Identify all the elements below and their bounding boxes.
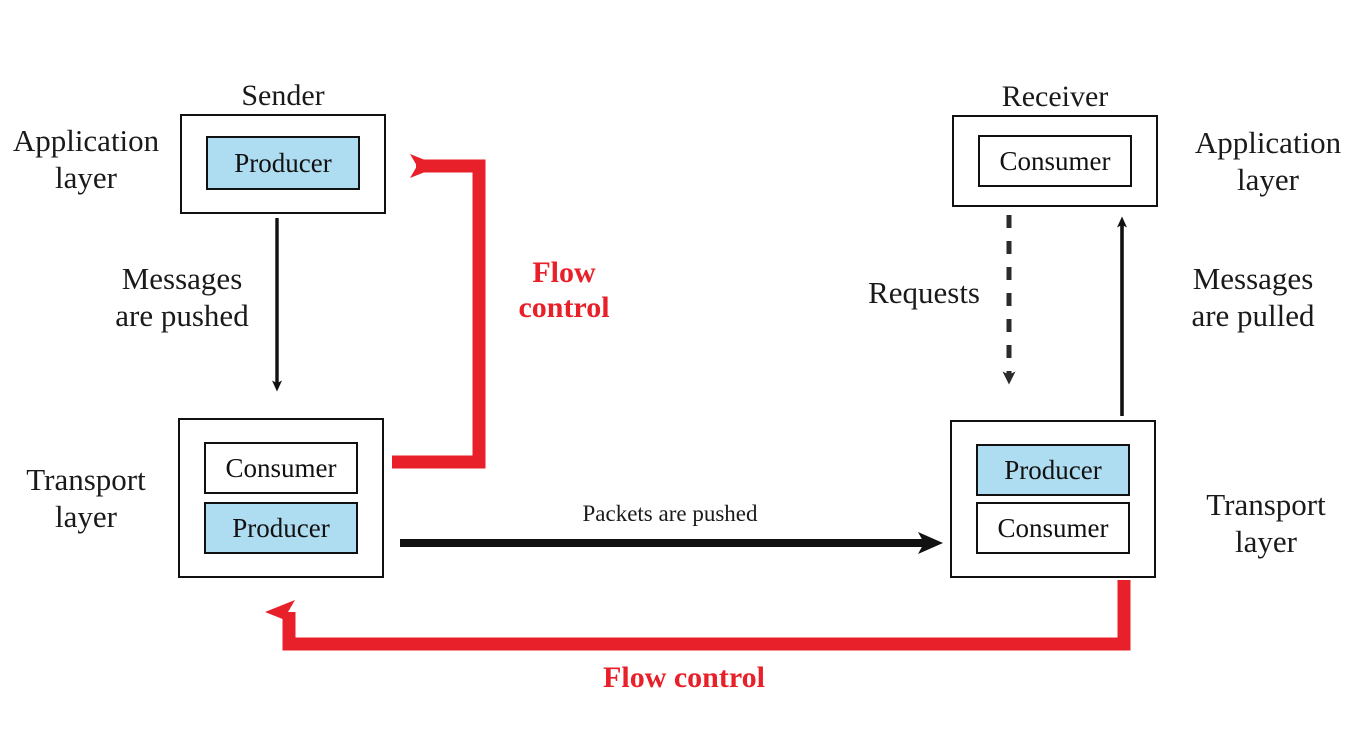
messages-pulled-label: Messages are pulled: [1191, 261, 1315, 333]
arrow-left-red-icon: [392, 154, 486, 469]
sender-transport-producer-label: Producer: [232, 512, 330, 543]
messages-pushed-label: Messages are pushed: [115, 261, 249, 333]
receiver-transport-consumer-box: Consumer: [976, 502, 1130, 554]
sender-transport-consumer-box: Consumer: [204, 442, 358, 494]
arrow-up-red-icon: [265, 580, 1131, 651]
receiver-consumer-label: Consumer: [999, 145, 1111, 176]
sender-transport-producer-box: Producer: [204, 502, 358, 554]
requests-label: Requests: [868, 275, 980, 310]
sender-producer-box: Producer: [206, 136, 360, 190]
sender-title: Sender: [241, 79, 325, 112]
receiver-transport-producer-box: Producer: [976, 444, 1130, 496]
sender-transport-consumer-label: Consumer: [225, 452, 337, 483]
right-transport-layer-label: Transport layer: [1206, 487, 1326, 559]
sender-producer-label: Producer: [234, 147, 332, 178]
flow-control-upper-label: Flow control: [518, 256, 610, 325]
flow-control-lower-label: Flow control: [603, 661, 765, 694]
receiver-transport-box: Producer Consumer: [950, 420, 1161, 583]
sender-transport-box: Consumer Producer: [178, 418, 389, 583]
receiver-transport-producer-label: Producer: [1004, 454, 1102, 485]
receiver-consumer-box: Consumer: [978, 135, 1132, 187]
right-application-layer-label: Application layer: [1194, 125, 1342, 197]
receiver-application-box: Consumer: [952, 115, 1163, 212]
receiver-transport-consumer-label: Consumer: [997, 512, 1109, 543]
left-transport-layer-label: Transport layer: [26, 462, 146, 534]
packets-pushed-label: Packets are pushed: [582, 501, 758, 526]
left-application-layer-label: Application layer: [12, 123, 160, 195]
sender-application-box: Producer: [180, 114, 391, 219]
receiver-title: Receiver: [1001, 80, 1109, 113]
